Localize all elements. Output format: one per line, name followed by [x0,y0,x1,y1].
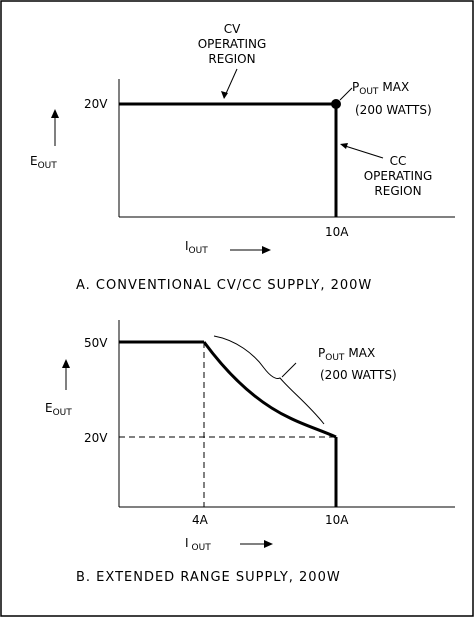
a-pout-max-dot [331,99,341,109]
a-i-axis-arrow-head [262,246,271,254]
b-voltage-high-label: 50V [84,336,108,350]
a-caption: A. CONVENTIONAL CV/CC SUPPLY, 200W [76,278,372,293]
a-cc-label-2: OPERATING [364,169,433,183]
b-caption: B. EXTENDED RANGE SUPPLY, 200W [76,570,341,585]
a-cv-leader-arrow [221,91,228,99]
a-cv-label-3: REGION [208,52,255,66]
a-cc-leader [341,144,384,159]
a-cc-leader-arrow [340,143,348,149]
b-e-axis-arrow-head [62,359,70,368]
b-e-axis-label: EOUT [45,401,72,418]
a-pout-leader [339,87,353,101]
b-voltage-low-label: 20V [84,431,108,445]
a-cv-label-1: CV [224,22,241,36]
a-cv-label-2: OPERATING [198,37,267,51]
b-pout-bracket [213,335,325,425]
a-i-axis-label: IOUT [185,239,208,256]
a-pout-max-paren: (200 WATTS) [355,103,432,117]
a-cc-label-3: REGION [374,184,421,198]
a-cc-label-1: CC [390,154,407,168]
a-e-axis-label: EOUT [30,154,57,171]
a-e-axis-arrow-head [51,109,59,118]
b-pout-max-paren: (200 WATTS) [320,368,397,382]
b-power-curve [202,341,337,439]
b-current-a-label: 4A [192,513,209,527]
a-voltage-label: 20V [84,97,108,111]
b-current-b-label: 10A [325,513,349,527]
a-current-label: 10A [325,225,349,239]
b-pout-leader [281,362,297,378]
b-i-axis-arrow-head [264,540,273,548]
